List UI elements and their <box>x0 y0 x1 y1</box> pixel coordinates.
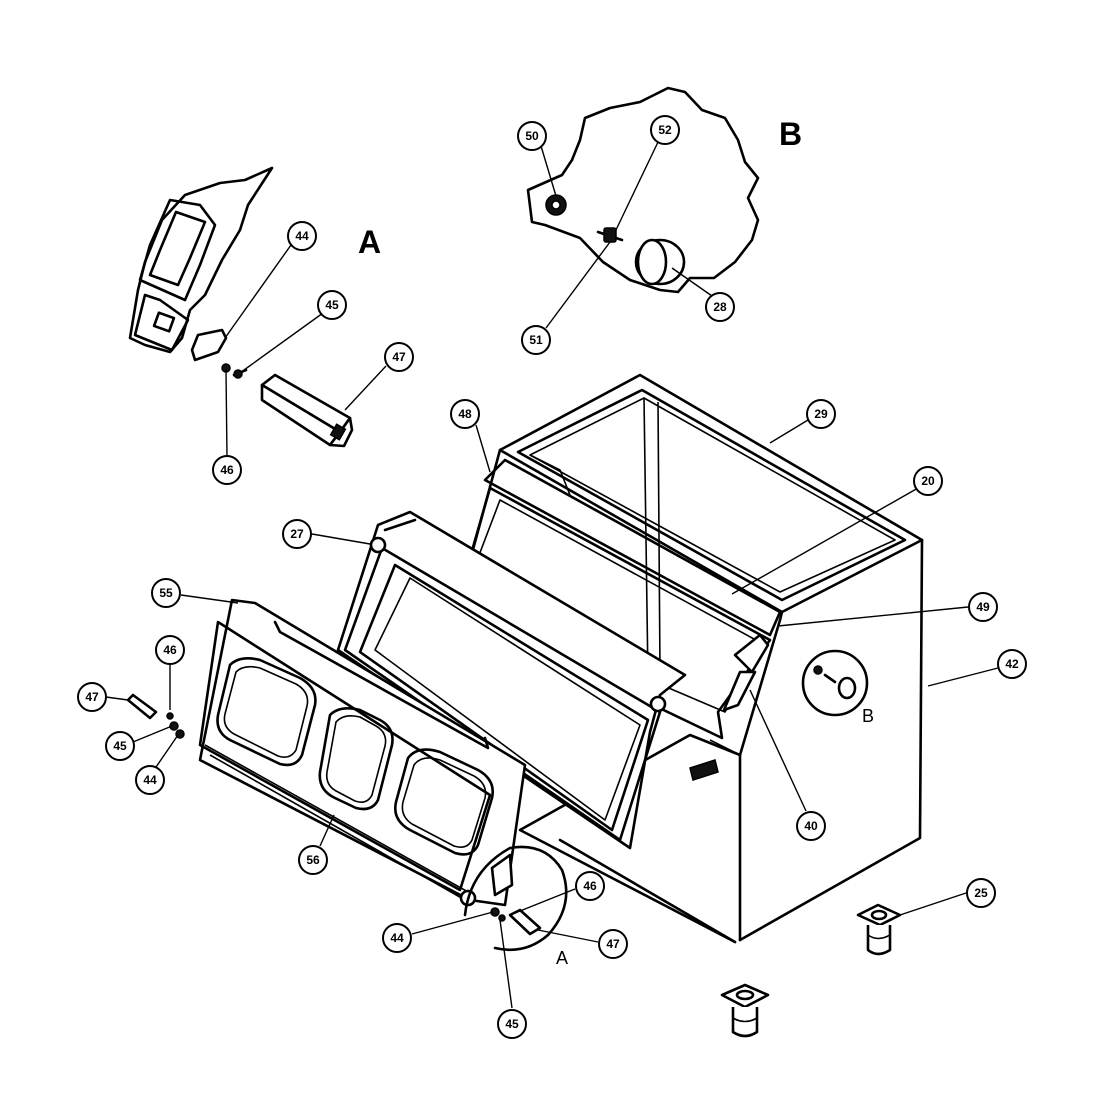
svg-text:44: 44 <box>143 773 157 787</box>
foot-part-25 <box>856 903 902 956</box>
lid-panel-part-56 <box>198 598 527 907</box>
leader-lines <box>105 139 999 1009</box>
callout-25: 25 <box>966 878 996 908</box>
callout-44-left: 44 <box>135 765 165 795</box>
svg-text:45: 45 <box>505 1017 519 1031</box>
svg-text:49: 49 <box>976 600 990 614</box>
callout-44-bottom: 44 <box>382 923 412 953</box>
callout-44-detail-a: 44 <box>287 221 317 251</box>
detail-b-view <box>526 86 760 294</box>
svg-text:52: 52 <box>658 123 672 137</box>
handle-part-47 <box>260 373 354 448</box>
svg-text:44: 44 <box>295 229 309 243</box>
callout-47-detail-a: 47 <box>384 342 414 372</box>
svg-text:55: 55 <box>159 586 173 600</box>
knob-part-50 <box>545 194 567 216</box>
svg-text:46: 46 <box>163 643 177 657</box>
svg-text:45: 45 <box>325 298 339 312</box>
callout-46-detail-a: 46 <box>212 455 242 485</box>
callout-27: 27 <box>282 519 312 549</box>
svg-text:48: 48 <box>458 407 472 421</box>
detail-b-marker-circle <box>801 649 869 717</box>
detail-b-marker-label: B <box>862 706 874 726</box>
svg-text:44: 44 <box>390 931 404 945</box>
svg-text:25: 25 <box>974 886 988 900</box>
callout-45-left: 45 <box>105 731 135 761</box>
svg-text:45: 45 <box>113 739 127 753</box>
detail-a-marker-label: A <box>556 948 568 968</box>
callout-51: 51 <box>521 325 551 355</box>
callout-55: 55 <box>151 578 181 608</box>
foot-part-25-second <box>720 983 770 1038</box>
detail-b-title: B <box>779 116 802 152</box>
callout-40: 40 <box>796 811 826 841</box>
svg-text:47: 47 <box>606 937 620 951</box>
detail-b-torn-outline <box>526 86 760 294</box>
callout-46-left: 46 <box>155 635 185 665</box>
callout-45-detail-a: 45 <box>317 290 347 320</box>
callout-42: 42 <box>997 649 1027 679</box>
callout-56: 56 <box>298 845 328 875</box>
svg-text:29: 29 <box>814 407 828 421</box>
callout-45-bottom: 45 <box>497 1009 527 1039</box>
callout-48: 48 <box>450 399 480 429</box>
svg-text:28: 28 <box>713 300 727 314</box>
detail-a-view <box>128 166 354 448</box>
clip-part-44 <box>190 328 228 362</box>
svg-text:40: 40 <box>804 819 818 833</box>
callout-20: 20 <box>913 466 943 496</box>
svg-text:46: 46 <box>583 879 597 893</box>
callout-46-bottom: 46 <box>575 871 605 901</box>
svg-text:42: 42 <box>1005 657 1019 671</box>
callout-49: 49 <box>968 592 998 622</box>
screw-part-45 <box>232 368 248 379</box>
svg-text:20: 20 <box>921 474 935 488</box>
detail-a-title: A <box>358 224 381 260</box>
svg-text:50: 50 <box>525 129 539 143</box>
svg-text:46: 46 <box>220 463 234 477</box>
cabinet-body-part-42 <box>466 373 924 944</box>
callout-28: 28 <box>705 292 735 322</box>
svg-text:51: 51 <box>529 333 543 347</box>
cap-part-28 <box>634 238 686 286</box>
callout-47-bottom: 47 <box>598 929 628 959</box>
callout-29: 29 <box>806 399 836 429</box>
detail-a-housing <box>128 166 274 354</box>
svg-text:27: 27 <box>290 527 304 541</box>
loose-hinge-parts-left <box>126 693 185 739</box>
svg-text:47: 47 <box>392 350 406 364</box>
callout-52: 52 <box>650 115 680 145</box>
pin-part-52 <box>596 227 624 243</box>
callout-47-left: 47 <box>77 682 107 712</box>
callout-50: 50 <box>517 121 547 151</box>
svg-text:56: 56 <box>306 853 320 867</box>
svg-text:47: 47 <box>85 690 99 704</box>
